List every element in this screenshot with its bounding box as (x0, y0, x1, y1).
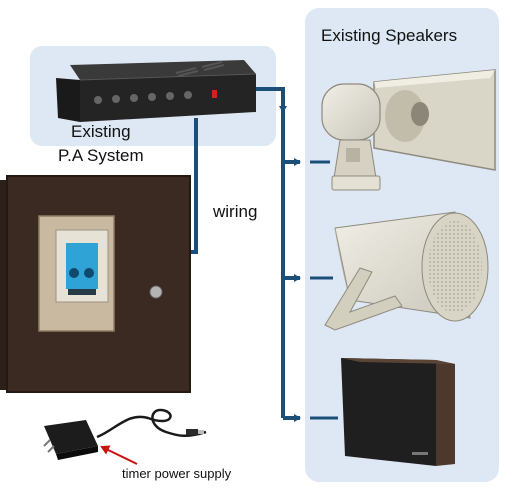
power-adapter (43, 408, 207, 460)
power-supply-arrow (100, 445, 138, 465)
projector-speaker (324, 211, 489, 331)
timer-enclosure (0, 175, 191, 393)
pa-system-label-line1: Existing (71, 122, 131, 141)
power-supply-label: timer power supply (122, 466, 232, 481)
speakers-title: Existing Speakers (321, 26, 458, 45)
wiring-label: wiring (213, 202, 258, 221)
speaker-wire-stubs (310, 160, 338, 420)
box-speaker (341, 358, 455, 466)
horn-speaker (321, 69, 496, 191)
pa-amplifier (56, 60, 257, 122)
pa-system-label-line2: P.A System (58, 146, 144, 165)
